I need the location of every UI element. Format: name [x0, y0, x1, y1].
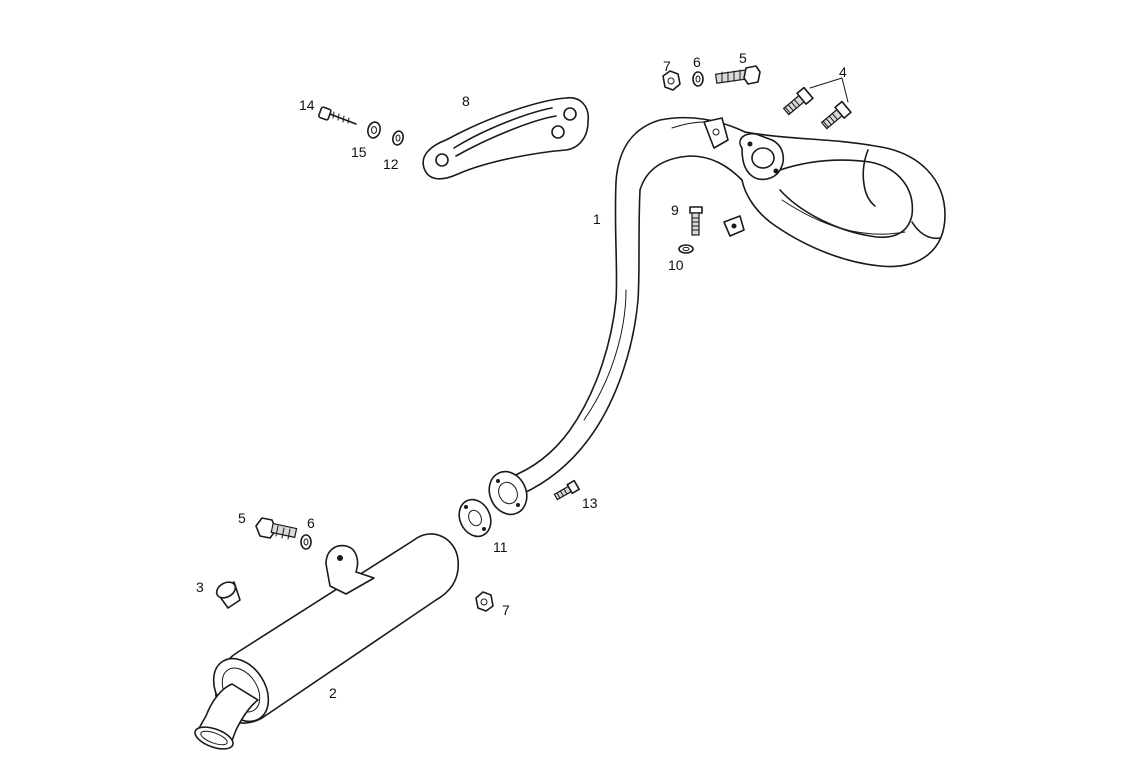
callout-11: 11 [493, 539, 508, 555]
callout-3: 3 [196, 579, 204, 595]
callout-7-bottom: 7 [502, 602, 510, 618]
small-washer [678, 244, 694, 254]
exhaust-header-pipe [488, 116, 946, 516]
callout-9: 9 [671, 202, 679, 218]
silencer [194, 533, 460, 750]
washer-top [692, 71, 704, 87]
hex-bolt-top [714, 65, 761, 85]
nut-top [662, 70, 681, 91]
callout-2: 2 [329, 685, 337, 701]
callout-15: 15 [351, 144, 367, 160]
callout-10: 10 [668, 257, 684, 273]
small-bolt [689, 206, 703, 236]
callout-5-top: 5 [739, 50, 747, 66]
callout-5-bottom: 5 [238, 510, 246, 526]
screw [318, 106, 357, 125]
washer-bottom [300, 534, 312, 550]
end-cap [215, 581, 241, 609]
washer-15 [367, 121, 381, 139]
bolt-pair [782, 77, 852, 130]
nut-bottom [475, 591, 494, 612]
callout-6-bottom: 6 [307, 515, 315, 531]
heat-shield [422, 97, 590, 180]
stud-bolt [553, 479, 580, 501]
callout-8: 8 [462, 93, 470, 109]
callout-14: 14 [299, 97, 315, 113]
callout-1: 1 [593, 211, 601, 227]
callout-7-top: 7 [663, 58, 671, 74]
callout-4: 4 [839, 64, 847, 80]
gasket [458, 498, 492, 538]
callout-12: 12 [383, 156, 399, 172]
washer-12 [392, 130, 404, 146]
callout-6-top: 6 [693, 54, 701, 70]
callout-13: 13 [582, 495, 598, 511]
hex-bolt-bottom [255, 517, 298, 540]
